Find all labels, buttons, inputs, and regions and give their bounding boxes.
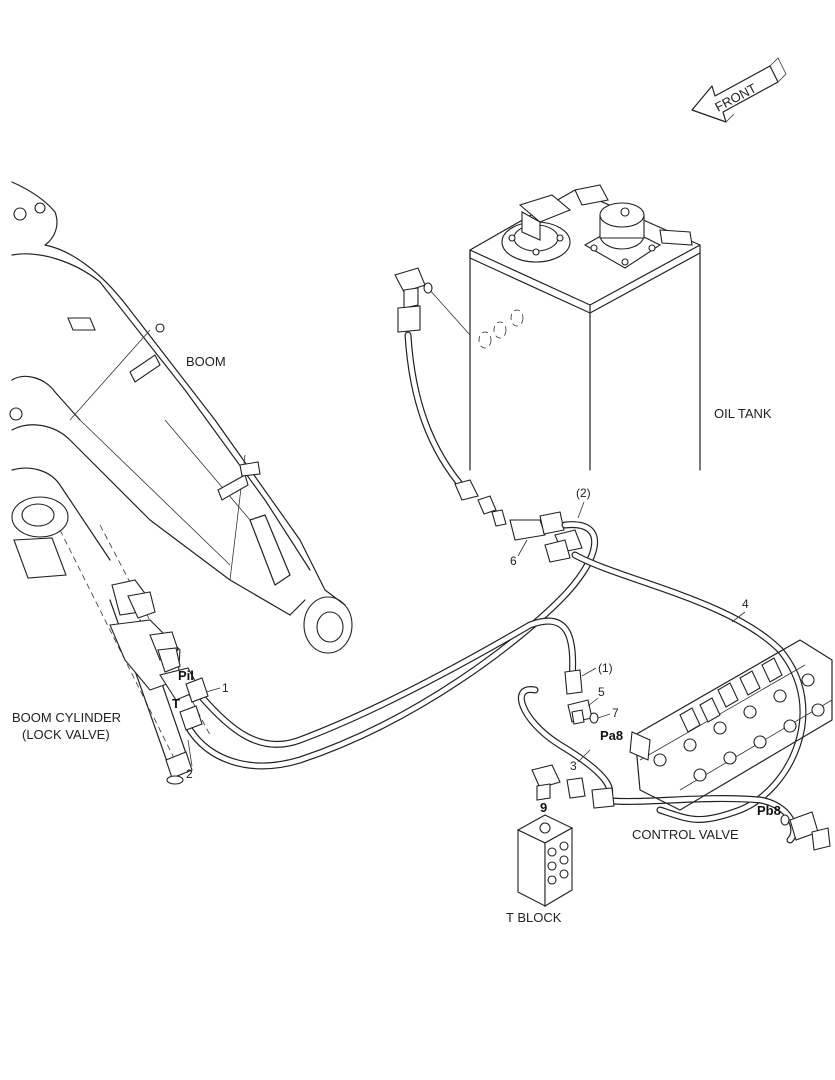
t-block-label: T BLOCK [506,910,562,925]
oil-tank-label: OIL TANK [714,406,772,421]
port-label-pa8: Pa8 [600,728,623,743]
callout-ref-2: (2) [576,486,591,500]
boom-cylinder [59,524,211,785]
control-valve [629,639,833,851]
port-label-t: T [172,696,180,711]
hose-1 [179,617,577,748]
front-label: FRONT [712,80,759,114]
t-block [516,764,586,907]
port-label-pil: Pil [178,668,194,683]
boom-cylinder-label-2: (LOCK VALVE) [22,727,110,742]
callout-7: 7 [612,706,619,720]
hose-2 [186,521,598,770]
tank-elbow-fitting [394,267,433,333]
callout-9: 9 [540,800,547,815]
front-arrow-icon [691,57,787,123]
boom-structure [9,181,353,654]
callout-1: 1 [222,681,229,695]
control-valve-label: CONTROL VALVE [632,827,739,842]
callout-3: 3 [570,759,577,773]
boom-label: BOOM [186,354,226,369]
boom-cylinder-label-1: BOOM CYLINDER [12,710,121,725]
oil-tank [427,184,701,471]
callout-4: 4 [742,597,749,611]
hose-4 [571,551,807,823]
callout-ref-1: (1) [598,661,613,675]
callout-6: 6 [510,554,517,568]
hose-from-tank [404,331,507,527]
fitting-7 [589,712,599,724]
callout-5: 5 [598,685,605,699]
callout-2: 2 [186,767,193,781]
fitting-6 [509,511,583,563]
port-label-pb8: Pb8 [757,803,781,818]
fitting-5 [567,699,593,725]
